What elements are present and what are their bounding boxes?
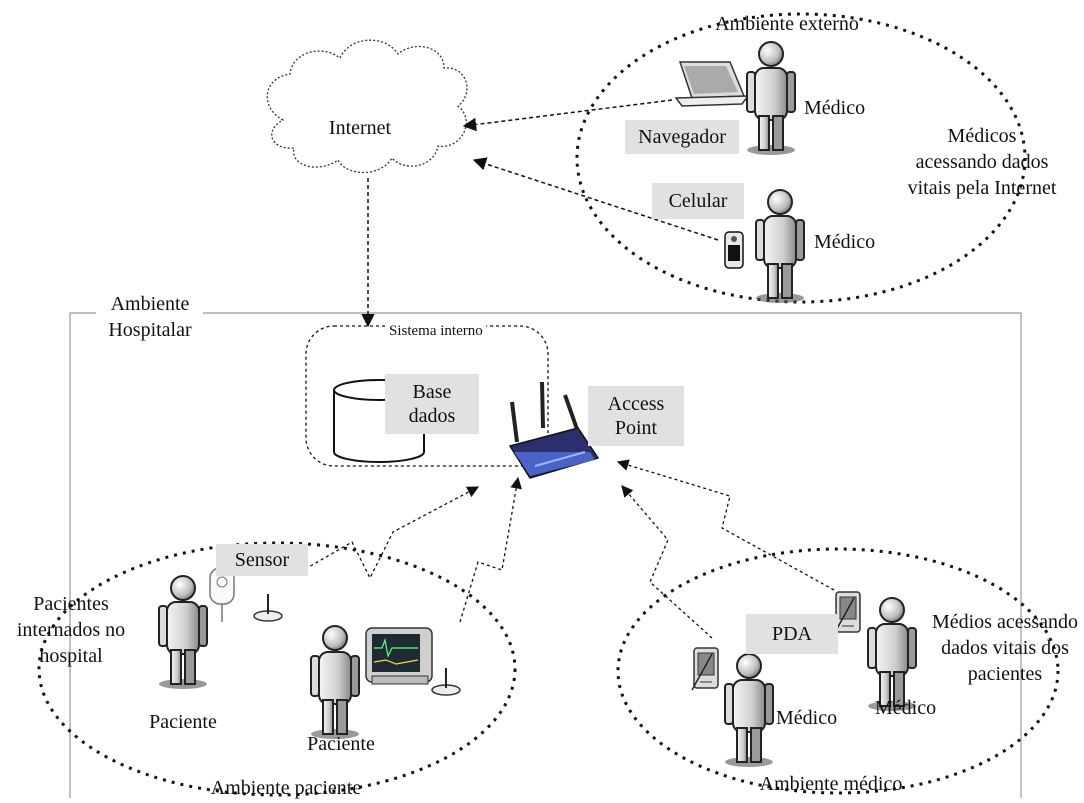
hospitalized-patients-1: Pacientes [33,593,109,615]
wireless-link-pda-2 [616,459,835,591]
internet-cloud [266,39,468,173]
patient-environment-outline [37,541,517,797]
patient-label-1: Paciente [149,711,217,733]
wireless-link-pda-1 [621,485,713,639]
hospital-doctors-desc-2: dados vitais dos [941,637,1069,659]
sensor-label: Sensor [216,544,308,576]
doctor-environment-label: Ambiente médico [759,773,903,795]
external-environment-outline [575,12,1027,304]
access-point-label-line-2: Point [614,417,658,439]
hospital-doctors-desc-3: pacientes [967,663,1043,685]
database-label: Base dados [385,374,479,434]
external-doctors-desc-2: acessando dados [915,151,1049,173]
doctor-label-1: Médico [804,97,866,119]
hospitalized-patients-3: hospital [39,645,103,667]
hospital-environment-label-1: Ambiente [110,293,190,315]
doctor-laptop-icon [746,41,796,156]
wireless-link-monitor [459,476,522,623]
doctor-label-2: Médico [814,231,876,253]
doctor-label-3: Médico [776,707,838,729]
hospital-environment-label-2: Hospitalar [108,319,192,341]
doctor-environment-outline [616,547,1060,795]
doctor-phone-icon [755,189,805,304]
browser-label: Navegador [625,120,739,154]
doctor-label-4: Médico [875,697,937,719]
external-doctors-desc-3: vitais pela Internet [907,177,1057,199]
access-point-label-line-1: Access [607,393,665,415]
cellphone-label: Celular [652,183,744,219]
doctor-pda-2-icon [867,597,917,712]
hospital-doctors-desc-1: Médios acessando [931,611,1079,633]
wireless-link-sensor [299,486,480,580]
external-environment-label: Ambiente externo [715,13,859,35]
laptop-icon [674,61,750,107]
database-label-line-2: dados [408,405,456,427]
arrow-phone-to-internet [472,157,719,241]
patient-1-icon [158,575,208,690]
patient-monitor-icon [365,627,433,685]
doctor-pda-1-icon [724,653,774,768]
hospitalized-patients-2: internados no [16,619,126,641]
pda-1-icon [691,647,719,691]
internet-label: Internet [328,117,392,139]
patient-2-icon [310,625,360,740]
access-point-label: Access Point [588,386,684,446]
pda-label: PDA [746,614,838,654]
patient-environment-label: Ambiente paciente [210,777,362,799]
phone-icon [724,231,744,269]
sensor-antenna-icon [253,593,283,622]
internal-system-label: Sistema interno [386,322,486,340]
sensor-icon [209,567,235,622]
hospital-boundary [69,312,1022,798]
external-doctors-desc-1: Médicos [947,125,1017,147]
patient-label-2: Paciente [307,733,375,755]
access-point-icon [508,381,600,479]
monitor-antenna-icon [431,667,461,696]
database-label-line-1: Base [412,381,452,403]
